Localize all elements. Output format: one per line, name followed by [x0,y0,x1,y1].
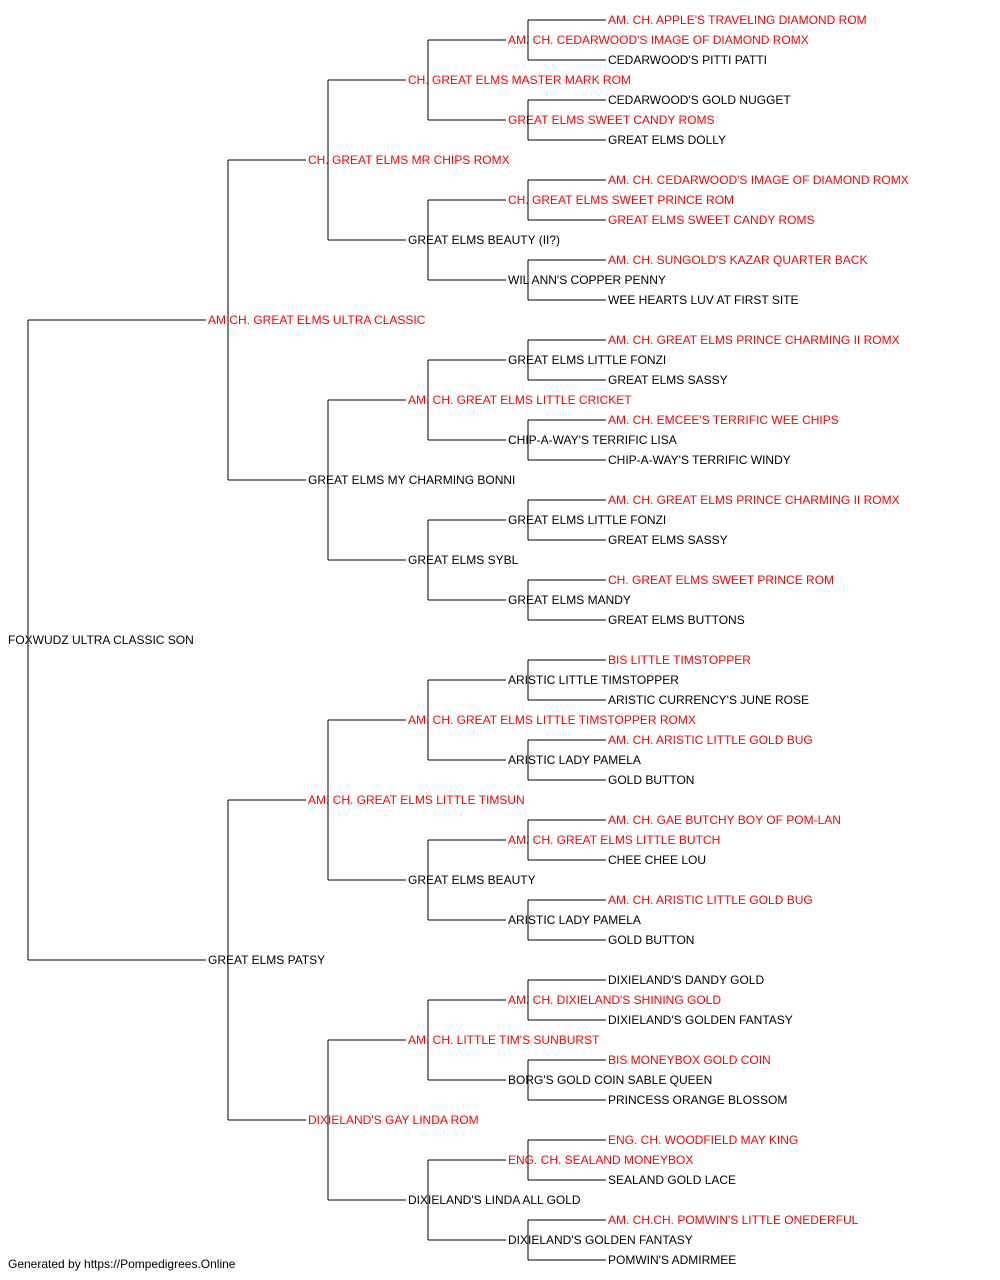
dog-name-sire-sire-dam-dam-sire: AM. CH. SUNGOLD'S KAZAR QUARTER BACK [608,253,867,267]
dog-name-dam-sire-sire: AM. CH. GREAT ELMS LITTLE TIMSTOPPER ROM… [408,713,696,727]
dog-name-sire-sire-sire-dam-dam: GREAT ELMS DOLLY [608,133,726,147]
dog-name-dam-dam-dam: DIXIELAND'S LINDA ALL GOLD [408,1193,581,1207]
dog-name-sire-dam: GREAT ELMS MY CHARMING BONNI [308,473,515,487]
dog-name-sire-dam-sire-dam-dam: CHIP-A-WAY'S TERRIFIC WINDY [608,453,791,467]
dog-name-sire-sire-dam: GREAT ELMS BEAUTY (II?) [408,233,560,247]
dog-name-sire-sire-sire-sire: AM. CH. CEDARWOOD'S IMAGE OF DIAMOND ROM… [508,33,809,47]
dog-name-dam-sire-sire-sire-dam: ARISTIC CURRENCY'S JUNE ROSE [608,693,809,707]
dog-name-dam-sire-dam-sire-sire: AM. CH. GAE BUTCHY BOY OF POM-LAN [608,813,841,827]
dog-name-dam-dam-sire-sire: AM. CH. DIXIELAND'S SHINING GOLD [508,993,721,1007]
dog-name-dam-dam-sire-dam-sire: BIS MONEYBOX GOLD COIN [608,1053,771,1067]
dog-name-dam-dam-dam-sire: ENG. CH. SEALAND MONEYBOX [508,1153,693,1167]
dog-name-dam-dam-sire: AM. CH. LITTLE TIM'S SUNBURST [408,1033,600,1047]
dog-name-dam-sire-dam-dam: ARISTIC LADY PAMELA [508,913,641,927]
dog-name-sire-dam-sire: AM. CH. GREAT ELMS LITTLE CRICKET [408,393,632,407]
dog-name-dam-sire-sire-dam-sire: AM. CH. ARISTIC LITTLE GOLD BUG [608,733,813,747]
dog-name-sire-sire-dam-sire-sire: AM. CH. CEDARWOOD'S IMAGE OF DIAMOND ROM… [608,173,909,187]
dog-name-sire-sire-dam-sire: CH. GREAT ELMS SWEET PRINCE ROM [508,193,734,207]
dog-name-dam-dam-sire-sire-sire: DIXIELAND'S DANDY GOLD [608,973,764,987]
dog-name-dam-dam-sire-dam: BORG'S GOLD COIN SABLE QUEEN [508,1073,712,1087]
dog-name-sire-dam-dam-sire: GREAT ELMS LITTLE FONZI [508,513,666,527]
dog-name-sire-dam-dam-sire-sire: AM. CH. GREAT ELMS PRINCE CHARMING II RO… [608,493,900,507]
generated-by-footer: Generated by https://Pompedigrees.Online [8,1257,236,1271]
dog-name-sire-dam-dam-dam-sire: CH. GREAT ELMS SWEET PRINCE ROM [608,573,834,587]
dog-name-dam-sire-sire-sire-sire: BIS LITTLE TIMSTOPPER [608,653,751,667]
dog-name-sire-dam-sire-sire: GREAT ELMS LITTLE FONZI [508,353,666,367]
dog-name-dam-dam-dam-dam-sire: AM. CH.CH. POMWIN'S LITTLE ONEDERFUL [608,1213,859,1227]
dog-name-sire-sire-dam-dam-dam: WEE HEARTS LUV AT FIRST SITE [608,293,799,307]
dog-name-dam: GREAT ELMS PATSY [208,953,325,967]
dog-name-sire-dam-sire-dam: CHIP-A-WAY'S TERRIFIC LISA [508,433,677,447]
dog-name-sire-dam-sire-dam-sire: AM. CH. EMCEE'S TERRIFIC WEE CHIPS [608,413,839,427]
dog-name-sire-sire-sire-sire-sire: AM. CH. APPLE'S TRAVELING DIAMOND ROM [608,13,867,27]
dog-name-sire-dam-dam-dam-dam: GREAT ELMS BUTTONS [608,613,745,627]
dog-name-dam-sire-dam-dam-sire: AM. CH. ARISTIC LITTLE GOLD BUG [608,893,813,907]
dog-name-sire-dam-sire-sire-sire: AM. CH. GREAT ELMS PRINCE CHARMING II RO… [608,333,900,347]
dog-name-dam-dam-dam-sire-sire: ENG. CH. WOODFIELD MAY KING [608,1133,798,1147]
dog-name-sire-dam-dam-sire-dam: GREAT ELMS SASSY [608,533,728,547]
dog-name-sire-dam-sire-sire-dam: GREAT ELMS SASSY [608,373,728,387]
dog-name-sire-sire-dam-dam: WIL ANN'S COPPER PENNY [508,273,666,287]
dog-name-sire-sire: CH. GREAT ELMS MR CHIPS ROMX [308,153,510,167]
dog-name-dam-dam-dam-dam: DIXIELAND'S GOLDEN FANTASY [508,1233,693,1247]
dog-name-dam-dam: DIXIELAND'S GAY LINDA ROM [308,1113,479,1127]
dog-name-dam-sire-dam-sire: AM. CH. GREAT ELMS LITTLE BUTCH [508,833,720,847]
dog-name-sire: AM CH. GREAT ELMS ULTRA CLASSIC [208,313,426,327]
dog-name-sire-dam-dam: GREAT ELMS SYBL [408,553,519,567]
dog-name-dam-sire-sire-sire: ARISTIC LITTLE TIMSTOPPER [508,673,679,687]
dog-name-dam-sire-sire-dam-dam: GOLD BUTTON [608,773,694,787]
dog-name-dam-sire-dam: GREAT ELMS BEAUTY [408,873,536,887]
dog-name-dam-dam-sire-dam-dam: PRINCESS ORANGE BLOSSOM [608,1093,787,1107]
dog-name-dam-sire-dam-sire-dam: CHEE CHEE LOU [608,853,706,867]
dog-name-sire-sire-sire: CH. GREAT ELMS MASTER MARK ROM [408,73,631,87]
dog-name-dam-sire-dam-dam-dam: GOLD BUTTON [608,933,694,947]
dog-name-dam-dam-dam-sire-dam: SEALAND GOLD LACE [608,1173,736,1187]
dog-name-sire-sire-sire-dam: GREAT ELMS SWEET CANDY ROMS [508,113,714,127]
dog-name-sire-sire-dam-sire-dam: GREAT ELMS SWEET CANDY ROMS [608,213,814,227]
dog-name-root: FOXWUDZ ULTRA CLASSIC SON [8,633,194,647]
dog-name-dam-dam-sire-sire-dam: DIXIELAND'S GOLDEN FANTASY [608,1013,793,1027]
dog-name-sire-sire-sire-dam-sire: CEDARWOOD'S GOLD NUGGET [608,93,791,107]
dog-name-sire-sire-sire-sire-dam: CEDARWOOD'S PITTI PATTI [608,53,767,67]
dog-name-sire-dam-dam-dam: GREAT ELMS MANDY [508,593,631,607]
dog-name-dam-sire: AM. CH. GREAT ELMS LITTLE TIMSUN [308,793,525,807]
dog-name-dam-dam-dam-dam-dam: POMWIN'S ADMIRMEE [608,1253,736,1267]
dog-name-dam-sire-sire-dam: ARISTIC LADY PAMELA [508,753,641,767]
